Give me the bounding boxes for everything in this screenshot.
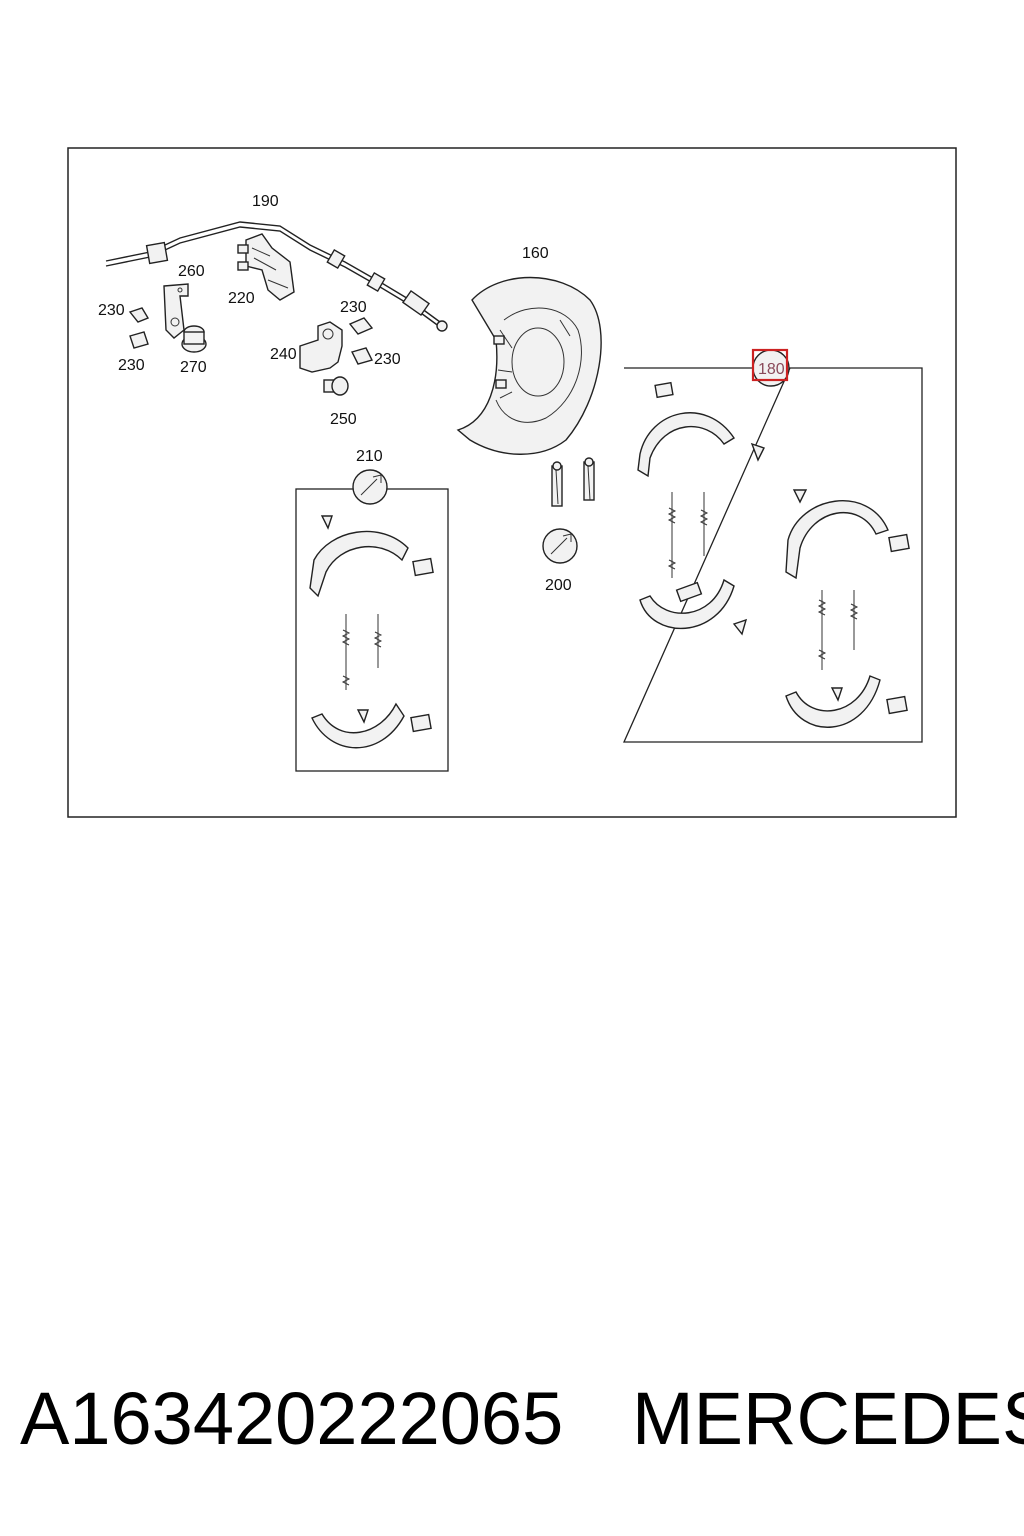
label-240: 240 [270,346,297,363]
label-230-c: 230 [340,299,367,316]
adjuster-kit-200[interactable] [542,457,595,564]
label-160: 160 [522,245,549,262]
label-230-b: 230 [118,357,145,374]
bracket-260[interactable] [163,283,189,339]
label-220: 220 [228,290,255,307]
label-230-a: 230 [98,302,125,319]
bolt-250[interactable] [323,376,349,396]
grommet-270[interactable] [181,325,207,353]
clip-230-b[interactable] [129,331,149,349]
cable-holder-220[interactable] [237,233,295,301]
backing-plate-160[interactable] [456,276,602,455]
brake-cable-190[interactable] [105,221,448,332]
brand-name: MERCEDES [632,1377,1024,1460]
clip-230-d[interactable] [350,347,374,365]
label-180: 180 [758,361,785,378]
part-number: A163420222065 [20,1377,564,1460]
label-250: 250 [330,411,357,428]
parts-diagram: 190 220 260 230 230 270 240 230 230 [67,147,957,818]
clip-230-c[interactable] [348,317,374,335]
clip-230-a[interactable] [128,307,150,323]
label-200: 200 [545,577,572,594]
caption-bar: A163420222065 MERCEDES [0,1376,1024,1476]
shoe-kit-180[interactable] [623,349,923,743]
shoe-kit-210[interactable] [295,469,449,772]
label-210: 210 [356,448,383,465]
label-190: 190 [252,193,279,210]
label-270: 270 [180,359,207,376]
label-230-d: 230 [374,351,401,368]
highlight-box-180 [751,348,789,382]
diagram-frame [67,147,957,818]
bracket-240[interactable] [299,321,343,373]
label-260: 260 [178,263,205,280]
